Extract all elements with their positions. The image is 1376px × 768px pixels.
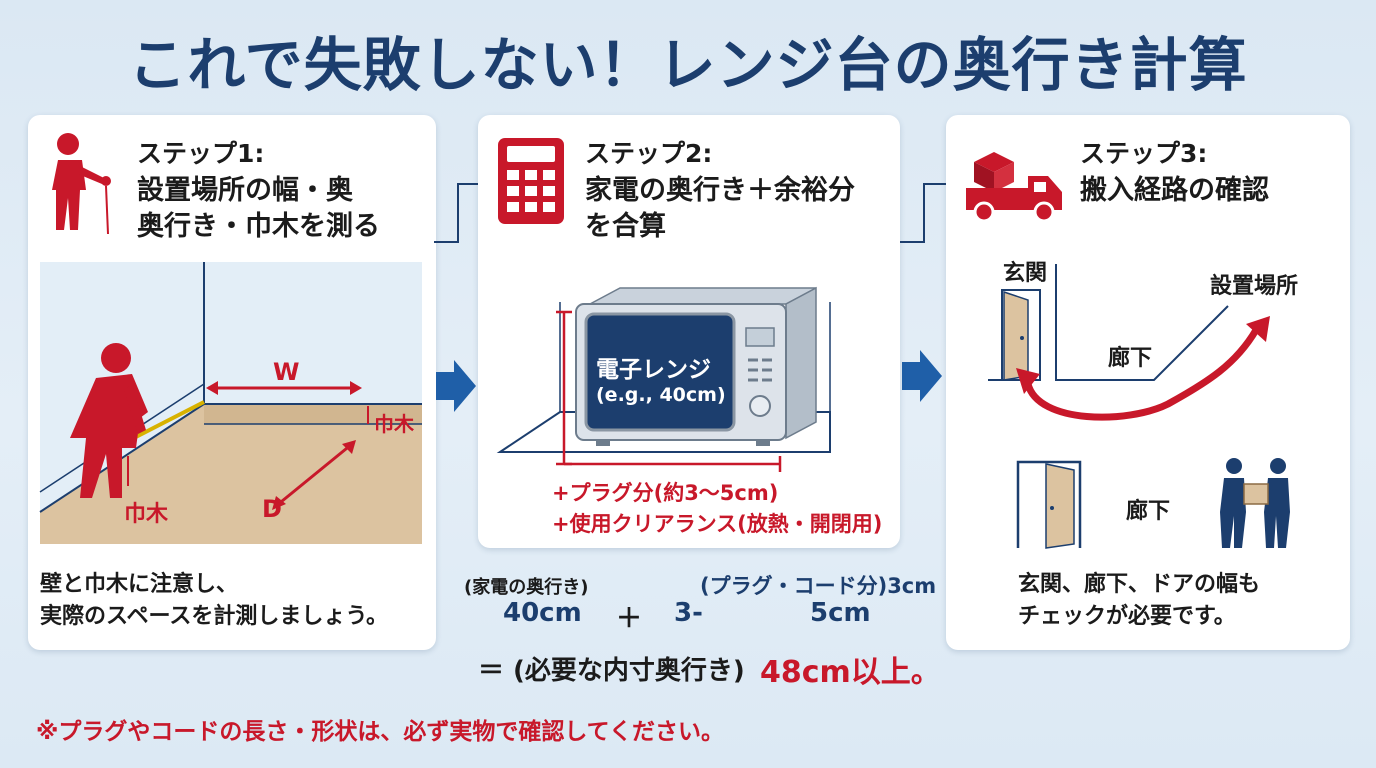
microwave-illustration	[496, 286, 831, 472]
formula-plug-value: 5cm	[810, 598, 871, 628]
formula-appliance-value: 40cm	[503, 598, 582, 628]
formula-result-prefix: ＝ (必要な内寸奥行き)	[478, 656, 745, 686]
step2-line-2: を合算	[585, 211, 666, 242]
step1-line-1: 設置場所の幅・奥	[137, 175, 353, 206]
step3-line-1: 搬入経路の確認	[1080, 175, 1269, 206]
depth-tag: D	[262, 495, 282, 523]
plug-allowance-text: +プラグ分(約3〜5cm)	[552, 481, 779, 505]
movers-icon	[1220, 458, 1290, 548]
delivery-route-diagram	[988, 264, 1270, 421]
step3-label: ステップ3:	[1080, 139, 1208, 168]
room-measurement-illustration	[39, 262, 422, 544]
step1-label: ステップ1:	[137, 139, 265, 168]
formula-plug-label: (プラグ・コード分)3cm	[700, 574, 937, 598]
step3-note-2: チェックが必要です。	[1018, 604, 1236, 629]
installation-location-label: 設置場所	[1210, 274, 1299, 299]
entrance-label: 玄関	[1003, 261, 1048, 286]
step3-note-1: 玄関、廊下、ドアの幅も	[1018, 572, 1261, 597]
microwave-screen-title: 電子レンジ	[596, 357, 711, 383]
footnote: ※プラグやコードの長さ・形状は、必ず実物で確認してください。	[36, 719, 724, 745]
clearance-text: +使用クリアランス(放熱・開閉用)	[552, 512, 883, 536]
formula-result-value: 48cm以上。	[760, 655, 941, 690]
page-title: これで失敗しない！レンジ台の奥行き計算	[128, 31, 1248, 99]
corridor-label-top: 廊下	[1108, 346, 1153, 371]
connector-1-2	[434, 183, 488, 243]
formula-appliance-label: (家電の奥行き)	[464, 577, 589, 598]
formula-plus: ＋	[616, 604, 643, 634]
microwave-screen-sub: (e.g., 40cm)	[596, 384, 726, 406]
step1-note-1: 壁と巾木に注意し、	[40, 572, 239, 597]
person-measuring-icon	[52, 133, 111, 235]
step1-note-2: 実際のスペースを計測しましょう。	[40, 604, 389, 629]
delivery-truck-icon	[966, 152, 1062, 223]
formula-plug-partial: 3-	[674, 598, 703, 628]
width-tag: W	[273, 358, 300, 386]
calculator-icon	[498, 138, 564, 224]
arrow-right-icon	[436, 360, 476, 412]
connector-2-3	[900, 183, 954, 243]
step1-line-2: 奥行き・巾木を測る	[137, 211, 380, 242]
baseboard-tag-bottom: 巾木	[124, 502, 169, 527]
arrow-right-icon	[902, 350, 942, 402]
step2-line-1: 家電の奥行き＋余裕分	[585, 175, 855, 206]
doorway-illustration	[1016, 460, 1082, 549]
baseboard-tag-top: 巾木	[374, 412, 414, 436]
corridor-label-bottom: 廊下	[1126, 499, 1171, 524]
step2-label: ステップ2:	[585, 139, 713, 168]
